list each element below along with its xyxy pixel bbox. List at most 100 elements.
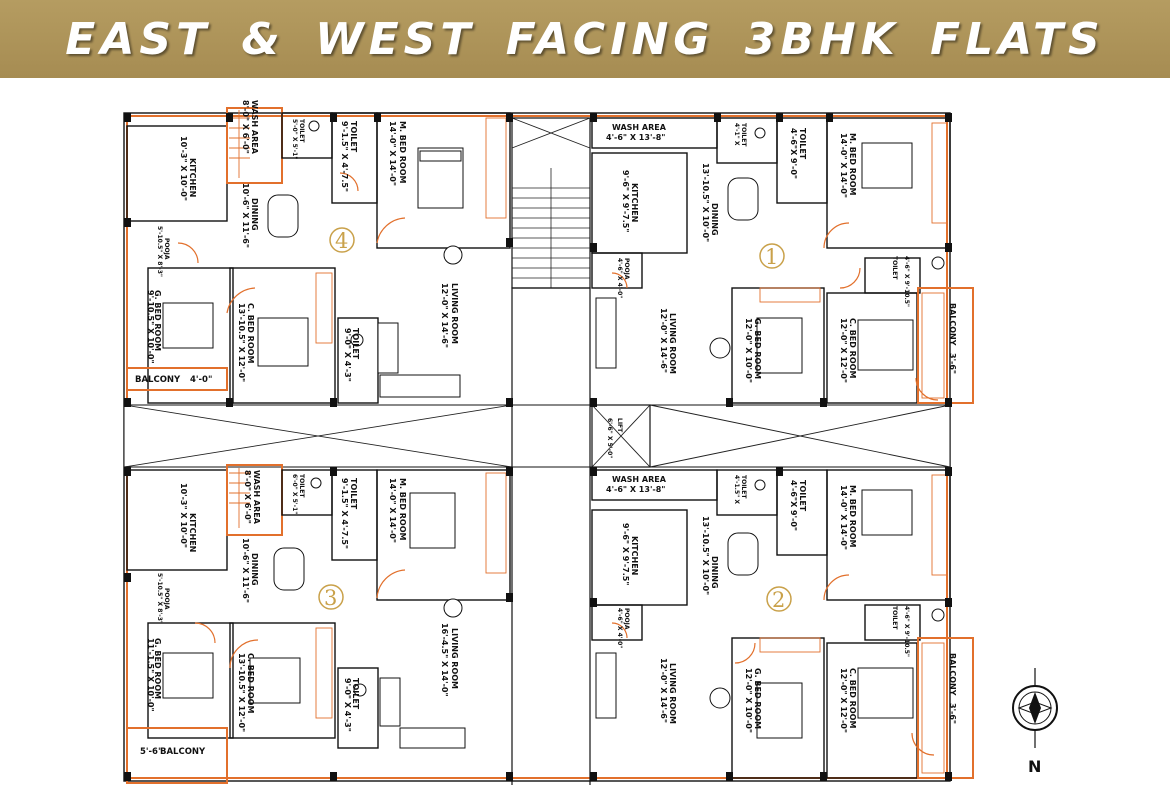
u1-toilet-name: TOILET: [798, 128, 807, 160]
unit-3: WASH AREA 8'-0" X 6'-0" TOILET 6'-0" X 5…: [126, 464, 511, 784]
u1-toilet-size: 4'-6"X 9'-0": [789, 128, 798, 179]
u1-toilet-2-size: 4'-6" X 9'-10.5": [903, 256, 910, 307]
u4-toilet-size: 9'-1.5" X 4'-7.5": [340, 121, 349, 192]
page-title: EAST & WEST FACING 3BHK FLATS: [65, 13, 1105, 65]
u4-toilet-small-name: TOILET: [298, 119, 305, 143]
tv-unit-icon: [709, 337, 731, 359]
toilet-icon: [931, 608, 945, 622]
toilet-icon: [350, 333, 364, 347]
tv-unit-icon: [443, 245, 463, 265]
u3-child-bed-size: 13'-10.5" X 12'-0": [237, 653, 246, 732]
tv-unit-icon: [443, 598, 463, 618]
bed-icon: [861, 142, 913, 189]
u4-toilet-small-size: 5'-0" X 5'-1": [291, 119, 298, 159]
toilet-icon: [310, 477, 322, 489]
u2-toilet-name: TOILET: [798, 480, 807, 512]
u3-guest-bed-name: G. BED ROOM: [153, 638, 162, 699]
title-banner: EAST & WEST FACING 3BHK FLATS: [0, 0, 1170, 78]
lift: LIFT 6'-6" X 5'-0": [591, 404, 651, 468]
unit-3-marker: [318, 584, 344, 610]
floor-plan: LIFT 6'-6" X 5'-0" WASH AREA 8'-0" X 6: [123, 100, 1058, 785]
u1-pooja-size: 4'-6" X 4'-0": [616, 258, 623, 298]
north-compass: N: [1012, 668, 1058, 776]
u2-master-bed-name: M. BED ROOM: [848, 485, 857, 548]
dining-table-icon: [727, 532, 759, 576]
bed-icon: [162, 652, 214, 699]
u3-toilet-small-name: TOILET: [298, 474, 305, 498]
u2-toilet-small-size: 4'-1.5" X: [733, 475, 740, 504]
u3-pooja-size: 5'-10.5" X 8'-3": [156, 573, 163, 624]
u2-child-bed-size: 12'-0" X 12'-0": [839, 668, 848, 733]
u1-guest-bed-size: 12'-0" X 10'-0": [744, 318, 753, 383]
lift-label: LIFT: [616, 418, 623, 433]
u2-dining-size: 13'-10.5" X 10'-0": [701, 516, 710, 595]
u2-toilet-2-size: 4'-6" X 9'-10.5": [903, 606, 910, 657]
sofa-icon: [379, 374, 461, 398]
toilet-icon: [931, 256, 945, 270]
u1-master-bed-name: M. BED ROOM: [848, 133, 857, 196]
u1-toilet-2-name: TOILET: [891, 256, 898, 280]
dining-table-icon: [267, 194, 299, 238]
unit-3-number: 3: [324, 586, 337, 610]
bed-icon: [857, 667, 914, 719]
unit-1-number: 1: [765, 245, 778, 269]
u3-toilet-2-size: 9'-0" X 4'-3": [343, 678, 352, 732]
u1-child-bed-size: 12'-0" X 12'-0": [839, 318, 848, 383]
u3-child-bed-name: C. BED ROOM: [246, 653, 255, 713]
u3-wash-area-name: WASH AREA: [252, 470, 261, 525]
u4-master-bed-size: 14'-0" X 14'-0": [388, 121, 397, 186]
u2-master-bed-size: 14'-0" X 14'-0": [839, 485, 848, 550]
u3-pooja-name: POOJA: [163, 588, 170, 610]
u3-balcony-size: 5'-6": [140, 747, 162, 757]
dining-table-icon: [727, 177, 759, 221]
u4-kitchen-name: KITCHEN: [188, 158, 197, 197]
u4-balcony-name: BALCONY: [135, 375, 181, 385]
u4-kitchen-size: 10'-3" X 10'-0": [179, 136, 188, 201]
sofa-icon: [377, 322, 399, 374]
toilet-icon: [754, 127, 766, 139]
staircase: [511, 117, 591, 785]
bed-icon: [756, 317, 803, 374]
u1-living-size: 12'-0" X 14'-6": [659, 308, 668, 373]
u2-guest-bed-size: 12'-0" X 10'-0": [744, 668, 753, 733]
u3-balcony-name: BALCONY: [160, 747, 206, 757]
u1-wash-area-name: WASH AREA: [612, 123, 667, 132]
structural-columns: [124, 113, 952, 781]
u2-wash-area-name: WASH AREA: [612, 475, 667, 484]
bed-icon: [257, 317, 309, 367]
central-corridor: [123, 404, 951, 468]
u4-toilet-name: TOILET: [349, 121, 358, 153]
u4-balcony-size: 4'-0": [190, 375, 212, 385]
u2-kitchen-size: 9'-6" X 9'-7.5": [621, 523, 630, 585]
u3-wash-area-size: 8'-0" X 6'-0": [243, 470, 252, 524]
u3-toilet-small-size: 6'-0" X 5'-1": [291, 474, 298, 514]
u4-child-bed-size: 13'-10.5" X 12'-0": [237, 303, 246, 382]
u1-guest-bed-name: G. BED ROOM: [753, 318, 762, 379]
u2-pooja-name: POOJA: [623, 608, 630, 630]
u4-living-name: LIVING ROOM: [450, 283, 459, 344]
u1-kitchen-size: 9'-6" X 9'-7.5": [621, 170, 630, 232]
u2-living-name: LIVING ROOM: [668, 663, 677, 724]
u1-toilet-small-size: 4'-1" X: [733, 123, 740, 146]
u4-wash-area-name: WASH AREA: [250, 100, 259, 155]
unit-1-marker: [759, 243, 785, 269]
sofa-icon: [595, 652, 617, 719]
u3-toilet-name: TOILET: [349, 478, 358, 510]
u3-living-size: 16'-4.5" X 14'-0": [440, 623, 449, 697]
u3-kitchen-name: KITCHEN: [188, 513, 197, 552]
tv-unit-icon: [709, 687, 731, 709]
u2-kitchen-name: KITCHEN: [630, 536, 639, 575]
dining-table-icon: [273, 547, 305, 591]
toilet-icon: [308, 120, 320, 132]
u2-pooja-size: 4'-6" X 4'-0": [616, 608, 623, 648]
u2-child-bed-name: C. BED ROOM: [848, 668, 857, 728]
u4-guest-bed-size: 9'-10.5" X 10'-0": [146, 290, 155, 364]
u2-toilet-size: 4'-6"X 9'-0": [789, 480, 798, 531]
bed-icon: [409, 492, 456, 549]
u1-dining-name: DINING: [710, 203, 719, 236]
u4-child-bed-name: C. BED ROOM: [246, 303, 255, 363]
bed-icon: [756, 682, 803, 739]
unit-4-marker: [329, 227, 355, 253]
u1-balcony-name: BALCONY: [948, 303, 957, 346]
bed-icon: [861, 489, 913, 536]
